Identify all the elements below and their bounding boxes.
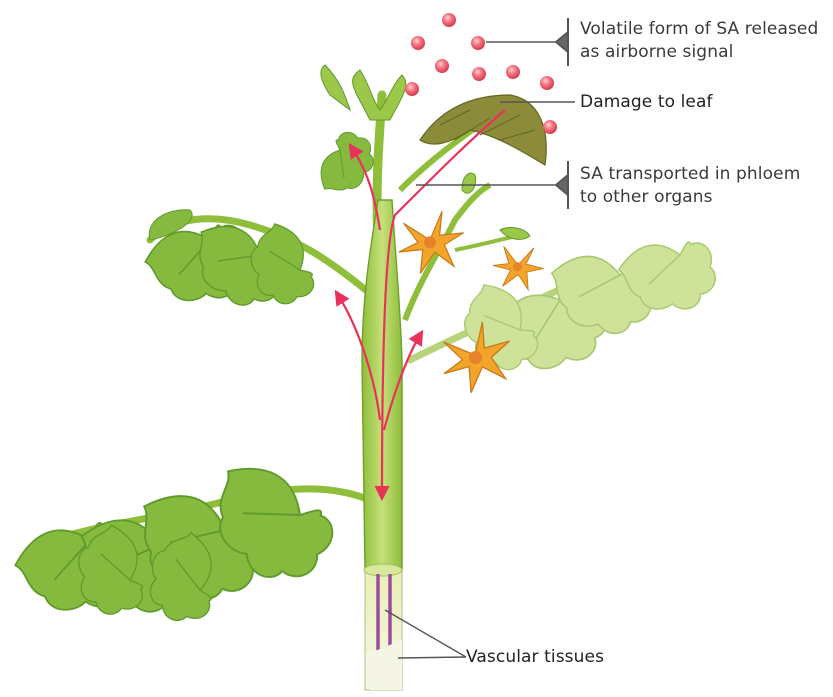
sa-molecule-icon — [411, 36, 425, 50]
volatile-label-line1: Volatile form of SA released — [580, 18, 818, 41]
sa-molecule-icon — [540, 76, 554, 90]
vascular-label: Vascular tissues — [466, 646, 604, 669]
transport-label-line1: SA transported in phloem — [580, 163, 800, 186]
sa-molecule-icon — [471, 36, 485, 50]
plant-foliage — [11, 65, 718, 690]
callout-bracket-icon — [556, 18, 568, 66]
sa-molecule-icon — [442, 13, 456, 27]
vascular-label-text: Vascular tissues — [466, 646, 604, 669]
sa-molecule-icon — [472, 67, 486, 81]
sa-molecule-icon — [435, 59, 449, 73]
sa-molecule-icon — [543, 120, 557, 134]
damage-label: Damage to leaf — [580, 91, 713, 114]
damage-label-text: Damage to leaf — [580, 91, 713, 114]
volatile-label-line2: as airborne signal — [580, 41, 818, 64]
sa-molecule-icon — [506, 65, 520, 79]
sa-molecule-icon — [405, 82, 419, 96]
transport-label-line2: to other organs — [580, 186, 800, 209]
transport-label: SA transported in phloem to other organs — [580, 163, 800, 209]
volatile-sa-label: Volatile form of SA released as airborne… — [580, 18, 818, 64]
callout-bracket-icon — [556, 161, 568, 209]
